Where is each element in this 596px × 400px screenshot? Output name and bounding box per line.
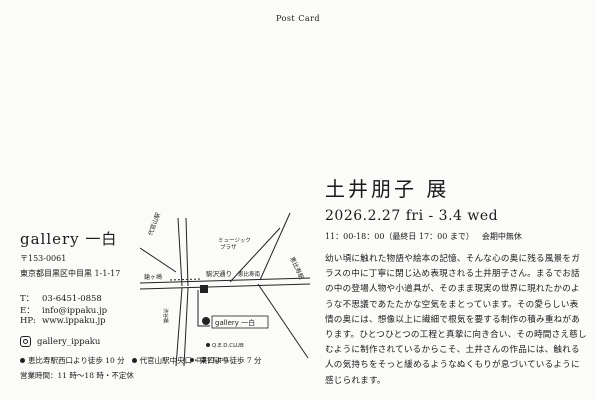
map-club-icon: [206, 343, 210, 347]
map-road: [257, 283, 309, 359]
map-label-ebisu-station: 恵比寿駅: [288, 255, 305, 280]
exhibition-dates: 2026.2.27 fri - 3.4 wed: [325, 208, 499, 224]
instagram-icon: [20, 336, 31, 347]
map-label-daikanyama-station: 代官山駅: [146, 211, 162, 236]
map-road: [229, 227, 281, 283]
hp-link[interactable]: www.ippaku.jp: [42, 316, 106, 326]
exhibition-hours-line: 11：00-18：00（最終日 17：00 まで） 会期中無休: [325, 231, 522, 242]
map-label-school: 目黒学院中高: [196, 356, 230, 364]
tel-number[interactable]: 03-6451-0858: [42, 294, 102, 304]
map-label-music-plaza-2: プラザ: [220, 244, 237, 251]
map-road: [197, 290, 210, 327]
tel-label: T：: [20, 294, 35, 304]
business-hours: 営業時間：11 時〜18 時・不定休: [20, 371, 134, 380]
map-label-ebisu-minami: 恵比寿南: [238, 270, 261, 278]
map-road: [259, 212, 291, 281]
exhibition-hours: 11：00-18：00（最終日 17：00 まで）: [325, 232, 474, 241]
map-school-icon: [190, 358, 194, 362]
map-road: [177, 217, 183, 287]
email-link[interactable]: info@ippaku.jp: [42, 306, 108, 316]
map-road: [185, 217, 189, 287]
email-label: E：: [20, 306, 35, 316]
map-road: [183, 287, 189, 367]
access-line: 恵比寿駅西口より徒歩 10 分 代官山駅中央口・東口より徒歩 7 分: [20, 355, 262, 366]
instagram-handle[interactable]: gallery_ippaku: [37, 336, 101, 347]
map-label-club: Q.E.D.CLUB: [212, 343, 244, 349]
map-railway: [169, 278, 201, 281]
map-road: [175, 287, 183, 367]
map-transit-icon: [200, 285, 208, 293]
hp-label: HP:: [20, 316, 36, 326]
access-daikanyama: 代官山駅中央口・東口より徒歩 7 分: [139, 356, 262, 365]
postal-code: 〒153-0061: [20, 254, 67, 263]
address: 東京都目黒区中目黒 1-1-17: [20, 269, 121, 278]
bullet-icon: [20, 358, 25, 363]
instagram-line[interactable]: gallery_ippaku: [20, 336, 100, 347]
email-line: E： info@ippaku.jp: [20, 304, 107, 316]
hp-line: HP: www.ippaku.jp: [20, 316, 106, 326]
exhibition-description: 幼い頃に触れた物語や絵本の記憶、そんな心の奥に残る風景をガラスの中に丁寧に閉じ込…: [325, 254, 587, 386]
map-road-komazawa: [140, 283, 310, 290]
bullet-icon: [131, 358, 137, 363]
map-label-crossing: 鎗ヶ崎: [144, 273, 162, 281]
access-ebisu: 恵比寿駅西口より徒歩 10 分: [28, 356, 125, 365]
map-road: [140, 247, 177, 273]
gallery-map-marker: gallery 一白: [202, 315, 269, 329]
map-label-side-street: 渋谷橋: [162, 308, 169, 323]
tel-line: T： 03-6451-0858: [20, 292, 102, 304]
map-label-gallery: gallery 一白: [215, 318, 255, 327]
postcard-label: Post Card: [275, 14, 321, 23]
access-map: gallery 一白 代官山駅 恵比寿駅 ミュージック プラザ 鎗ヶ崎 駒沢通り…: [140, 211, 310, 367]
map-road-komazawa: [140, 277, 310, 284]
gallery-name: gallery 一白: [20, 230, 118, 248]
map-label-komazawa: 駒沢通り: [206, 269, 232, 278]
map-label-music-plaza: ミュージック: [218, 237, 251, 244]
exhibition-title: 土井朋子 展: [325, 177, 450, 201]
exhibition-closed: 会期中無休: [481, 232, 522, 241]
